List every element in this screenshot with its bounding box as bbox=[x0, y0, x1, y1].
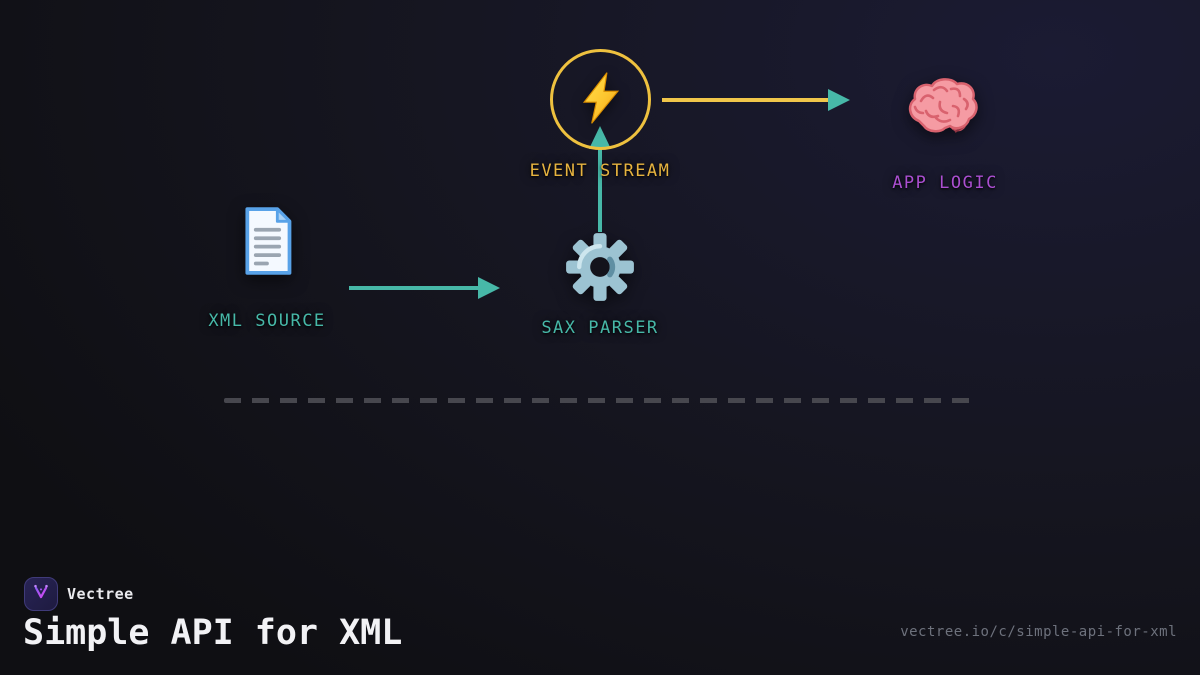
document-icon bbox=[237, 206, 297, 280]
event-stream-circle bbox=[550, 49, 651, 150]
app-logic-label: APP LOGIC bbox=[892, 173, 998, 193]
lightning-icon bbox=[574, 71, 628, 129]
vectree-logo-icon bbox=[30, 581, 52, 607]
dashed-divider bbox=[224, 398, 971, 403]
xml-source-label: XML SOURCE bbox=[208, 311, 326, 331]
gear-icon bbox=[565, 232, 635, 306]
event-stream-label: EVENT STREAM bbox=[529, 161, 671, 181]
arrow-parser-to-stream bbox=[598, 148, 602, 232]
arrow-xml-to-parser bbox=[349, 286, 479, 290]
vectree-logo bbox=[24, 577, 58, 611]
arrow-stream-to-logic-head bbox=[828, 89, 850, 111]
arrow-xml-to-parser-head bbox=[478, 277, 500, 299]
arrow-stream-to-logic bbox=[662, 98, 828, 102]
brain-icon bbox=[906, 78, 980, 144]
brand-name: Vectree bbox=[67, 585, 134, 603]
sax-parser-label: SAX PARSER bbox=[541, 318, 659, 338]
page-url: vectree.io/c/simple-api-for-xml bbox=[900, 624, 1177, 640]
page-title: Simple API for XML bbox=[23, 613, 403, 653]
